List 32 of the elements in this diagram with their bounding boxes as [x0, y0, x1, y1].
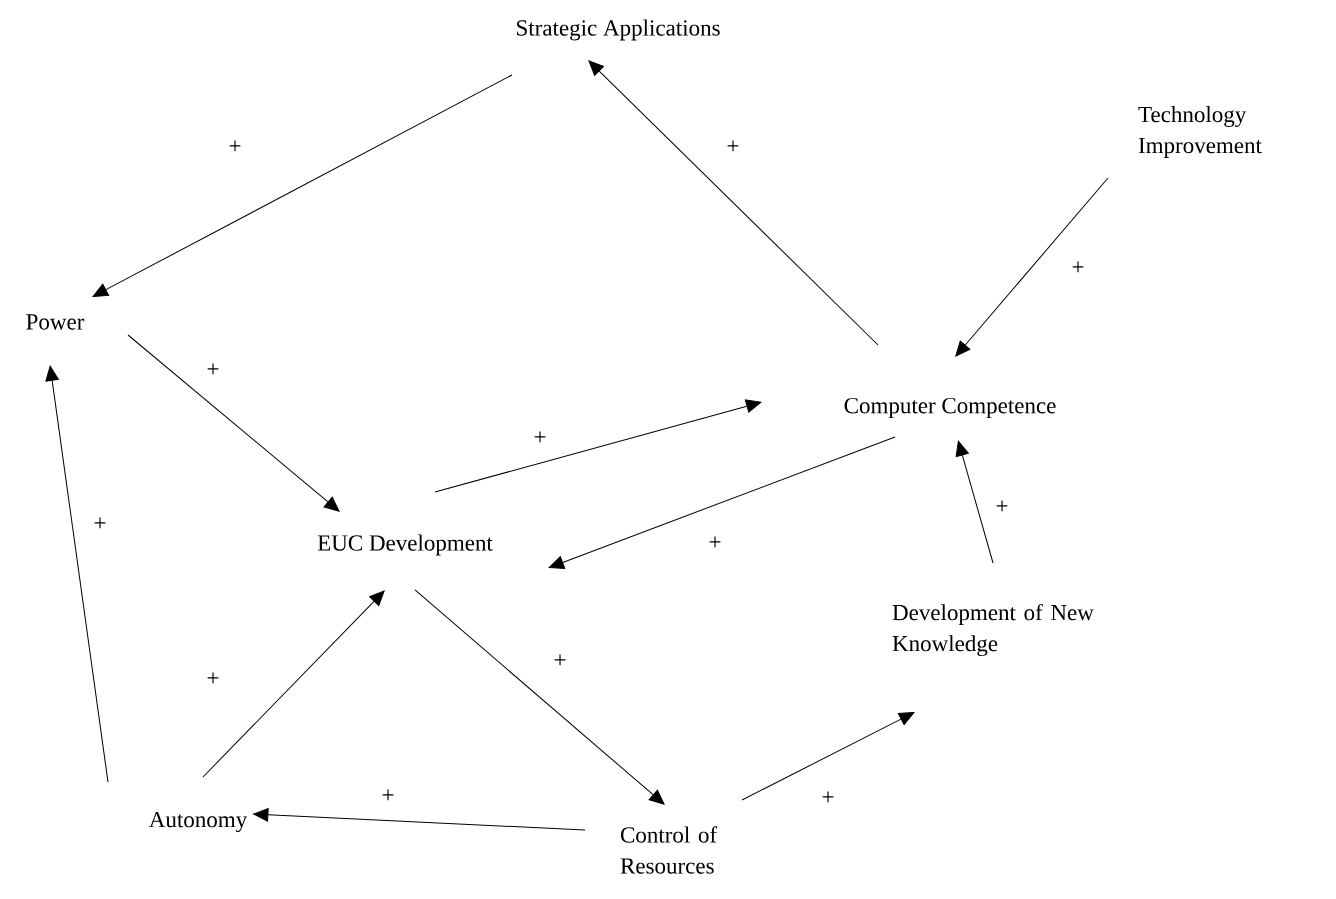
- arrow: [955, 440, 994, 564]
- node-label: EUC Development: [317, 534, 493, 556]
- arrow: [414, 589, 665, 805]
- node-label: Strategic Applications: [517, 19, 720, 41]
- edge-label: +: [723, 137, 743, 157]
- node-label: Control of Resources: [620, 826, 718, 874]
- edge-label: +: [818, 788, 838, 808]
- edge-label: +: [203, 669, 223, 689]
- arrow: [955, 177, 1109, 357]
- node-label: Autonomy: [149, 811, 248, 833]
- arrow: [588, 60, 879, 346]
- edge-label: +: [378, 786, 398, 806]
- node-label: Computer Competence: [844, 397, 1056, 419]
- arrow: [434, 399, 762, 493]
- arrow: [92, 74, 513, 297]
- arrow: [741, 712, 915, 801]
- arrow: [548, 436, 896, 569]
- node-label: Technology Improvement: [1138, 106, 1262, 158]
- edge-label: +: [992, 497, 1012, 517]
- arrow: [127, 334, 340, 512]
- edge-label: +: [530, 428, 550, 448]
- arrow: [45, 365, 109, 783]
- edge-label: +: [225, 137, 245, 157]
- edge-label: +: [705, 533, 725, 553]
- node-label: Power: [26, 314, 85, 330]
- edge-label: +: [203, 360, 223, 380]
- edge-label: +: [550, 651, 570, 671]
- edge-label: +: [1068, 258, 1088, 278]
- arrow: [202, 590, 385, 778]
- edge-label: +: [90, 514, 110, 534]
- arrow: [253, 807, 586, 831]
- node-label: Development of New Knowledge: [892, 603, 1094, 657]
